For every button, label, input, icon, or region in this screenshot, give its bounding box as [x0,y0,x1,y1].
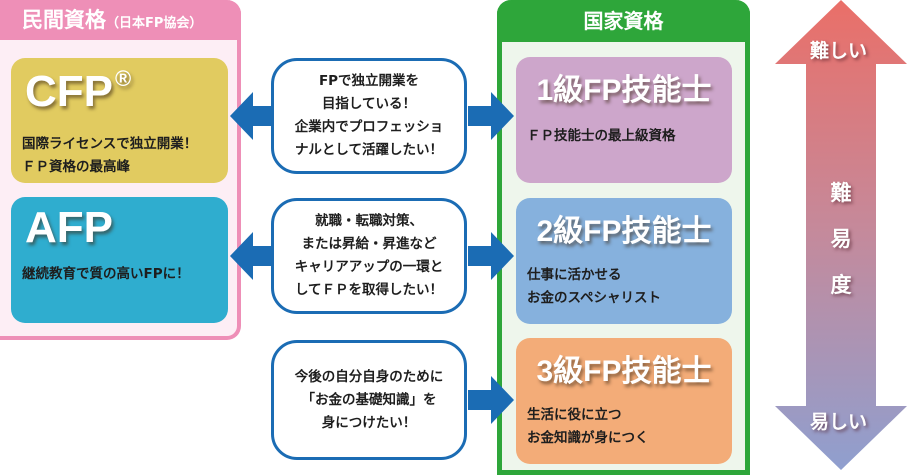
cfp-title: CFP® [25,66,131,117]
cfp-description: 国際ライセンスで独立開業！ ＦＰ資格の最高峰 [22,133,197,179]
cfp-card: CFP® 国際ライセンスで独立開業！ ＦＰ資格の最高峰 [11,58,228,183]
level1-desc-line: ＦＰ技能士の最上級資格 [527,128,676,144]
difficulty-axis-label: 難 易 度 [826,170,856,308]
arrow-right-icon [468,376,514,424]
level2-fp-title: 2級FP技能士 [536,215,712,248]
goal-bubble-basic-knowledge: 今後の自分自身のために 「お金の基礎知識」を 身につけたい！ [271,340,467,460]
goal-line: 企業内でプロフェッショ [294,119,444,135]
goal-line: 身につけたい！ [321,414,417,431]
cfp-title-text: CFP [25,67,113,116]
difficulty-char: 易 [830,227,852,251]
level2-desc-line: お金のスペシャリスト [527,290,662,306]
level3-fp-card: 3級FP技能士 生活に役に立つ お金知識が身につく [516,338,732,464]
level1-fp-description: ＦＰ技能士の最上級資格 [527,125,676,148]
connector-arrows [230,92,514,424]
cfp-desc-line: 国際ライセンスで独立開業！ [22,136,198,152]
arrow-left-icon [230,92,273,140]
goal-line: FPで独立開業を [318,73,420,89]
difficulty-easy-label: 易しい [810,411,868,433]
difficulty-char: 難 [830,181,852,205]
private-qualifications-title: 民間資格 [22,8,106,32]
goal-line: または昇給・昇進など [301,236,437,252]
goal-bubble-independent: FPで独立開業を 目指している！ 企業内でプロフェッショ ナルとして活躍したい！ [271,58,467,174]
level3-fp-title: 3級FP技能士 [536,355,712,388]
level1-fp-title: 1級FP技能士 [536,74,712,107]
cfp-desc-line: ＦＰ資格の最高峰 [22,159,130,175]
afp-title: AFP [25,203,113,252]
arrow-left-icon [230,232,273,280]
difficulty-hard-label: 難しい [810,40,868,62]
afp-desc-line: 継続教育で質の高いFPに！ [22,266,190,282]
level3-fp-description: 生活に役に立つ お金知識が身につく [527,404,649,450]
private-qualifications-header: 民間資格（日本FP協会） [0,0,241,40]
difficulty-arrow-icon [775,0,907,470]
level3-desc-line: お金知識が身につく [527,430,649,446]
goal-line: 目指している！ [321,96,417,112]
level2-fp-card: 2級FP技能士 仕事に活かせる お金のスペシャリスト [516,198,732,324]
goal-line: 「お金の基礎知識」を [301,391,437,408]
registered-mark-icon: ® [115,66,132,91]
arrow-right-icon [468,232,514,280]
afp-card: AFP 継続教育で質の高いFPに！ [11,197,228,323]
private-qualifications-subtitle: （日本FP協会） [106,16,203,31]
goal-line: ナルとして活躍したい！ [294,142,444,158]
goal-line: キャリアアップの一環と [294,259,444,275]
national-qualifications-header: 国家資格 [497,0,750,42]
goal-line: 就職・転職対策、 [315,213,423,229]
level1-fp-card: 1級FP技能士 ＦＰ技能士の最上級資格 [516,57,732,183]
difficulty-char: 度 [830,273,852,297]
goal-bubble-career: 就職・転職対策、 または昇給・昇進など キャリアアップの一環と してＦＰを取得し… [271,198,467,314]
goal-line: してＦＰを取得したい！ [294,282,444,298]
level2-fp-description: 仕事に活かせる お金のスペシャリスト [527,264,661,310]
afp-description: 継続教育で質の高いFPに！ [22,263,190,286]
level2-desc-line: 仕事に活かせる [527,267,622,283]
arrow-right-icon [468,92,514,140]
level3-desc-line: 生活に役に立つ [527,407,622,423]
goal-line: 今後の自分自身のために [294,368,444,385]
